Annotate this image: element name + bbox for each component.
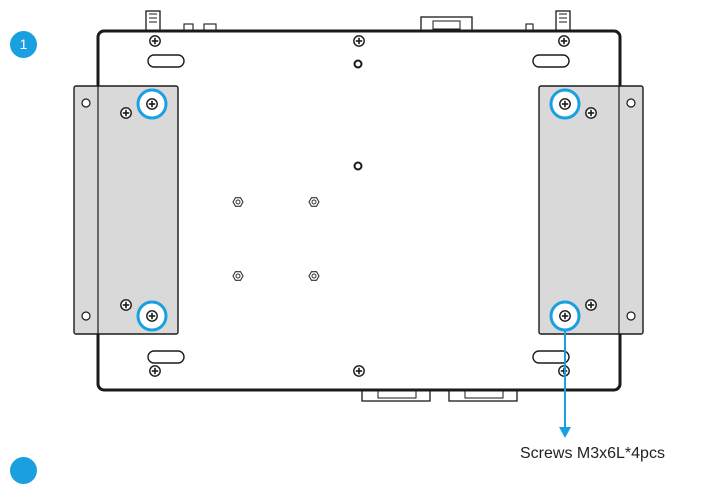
- screw-callout-label: Screws M3x6L*4pcs: [520, 445, 665, 462]
- mount-hole-icon: [353, 161, 363, 171]
- left-mounting-bracket: [73, 85, 179, 335]
- mount-slot: [147, 54, 185, 68]
- mount-slot: [532, 350, 570, 364]
- mounting-diagram: [73, 10, 644, 438]
- mount-slot: [147, 350, 185, 364]
- highlighted-screw: [136, 88, 168, 120]
- antenna-connector-icon: [145, 10, 161, 34]
- highlighted-screw: [549, 88, 581, 120]
- right-mounting-bracket: [538, 85, 644, 335]
- serial-port-icon: [361, 388, 431, 402]
- callout-arrow: [559, 330, 571, 438]
- screw-icon: [352, 364, 366, 378]
- next-step-badge: [10, 457, 37, 484]
- standoff-icon: [232, 197, 244, 207]
- screw-icon: [352, 34, 366, 48]
- serial-port-icon: [420, 16, 473, 34]
- highlighted-screw: [549, 300, 581, 332]
- highlighted-screw: [136, 300, 168, 332]
- standoff-icon: [308, 197, 320, 207]
- mount-slot: [532, 54, 570, 68]
- mount-hole-icon: [353, 59, 363, 69]
- standoff-icon: [308, 271, 320, 281]
- screw-icon: [149, 34, 161, 48]
- step-number-badge: 1: [10, 31, 37, 58]
- standoff-icon: [232, 271, 244, 281]
- screw-icon: [149, 364, 161, 378]
- screw-icon: [557, 34, 571, 48]
